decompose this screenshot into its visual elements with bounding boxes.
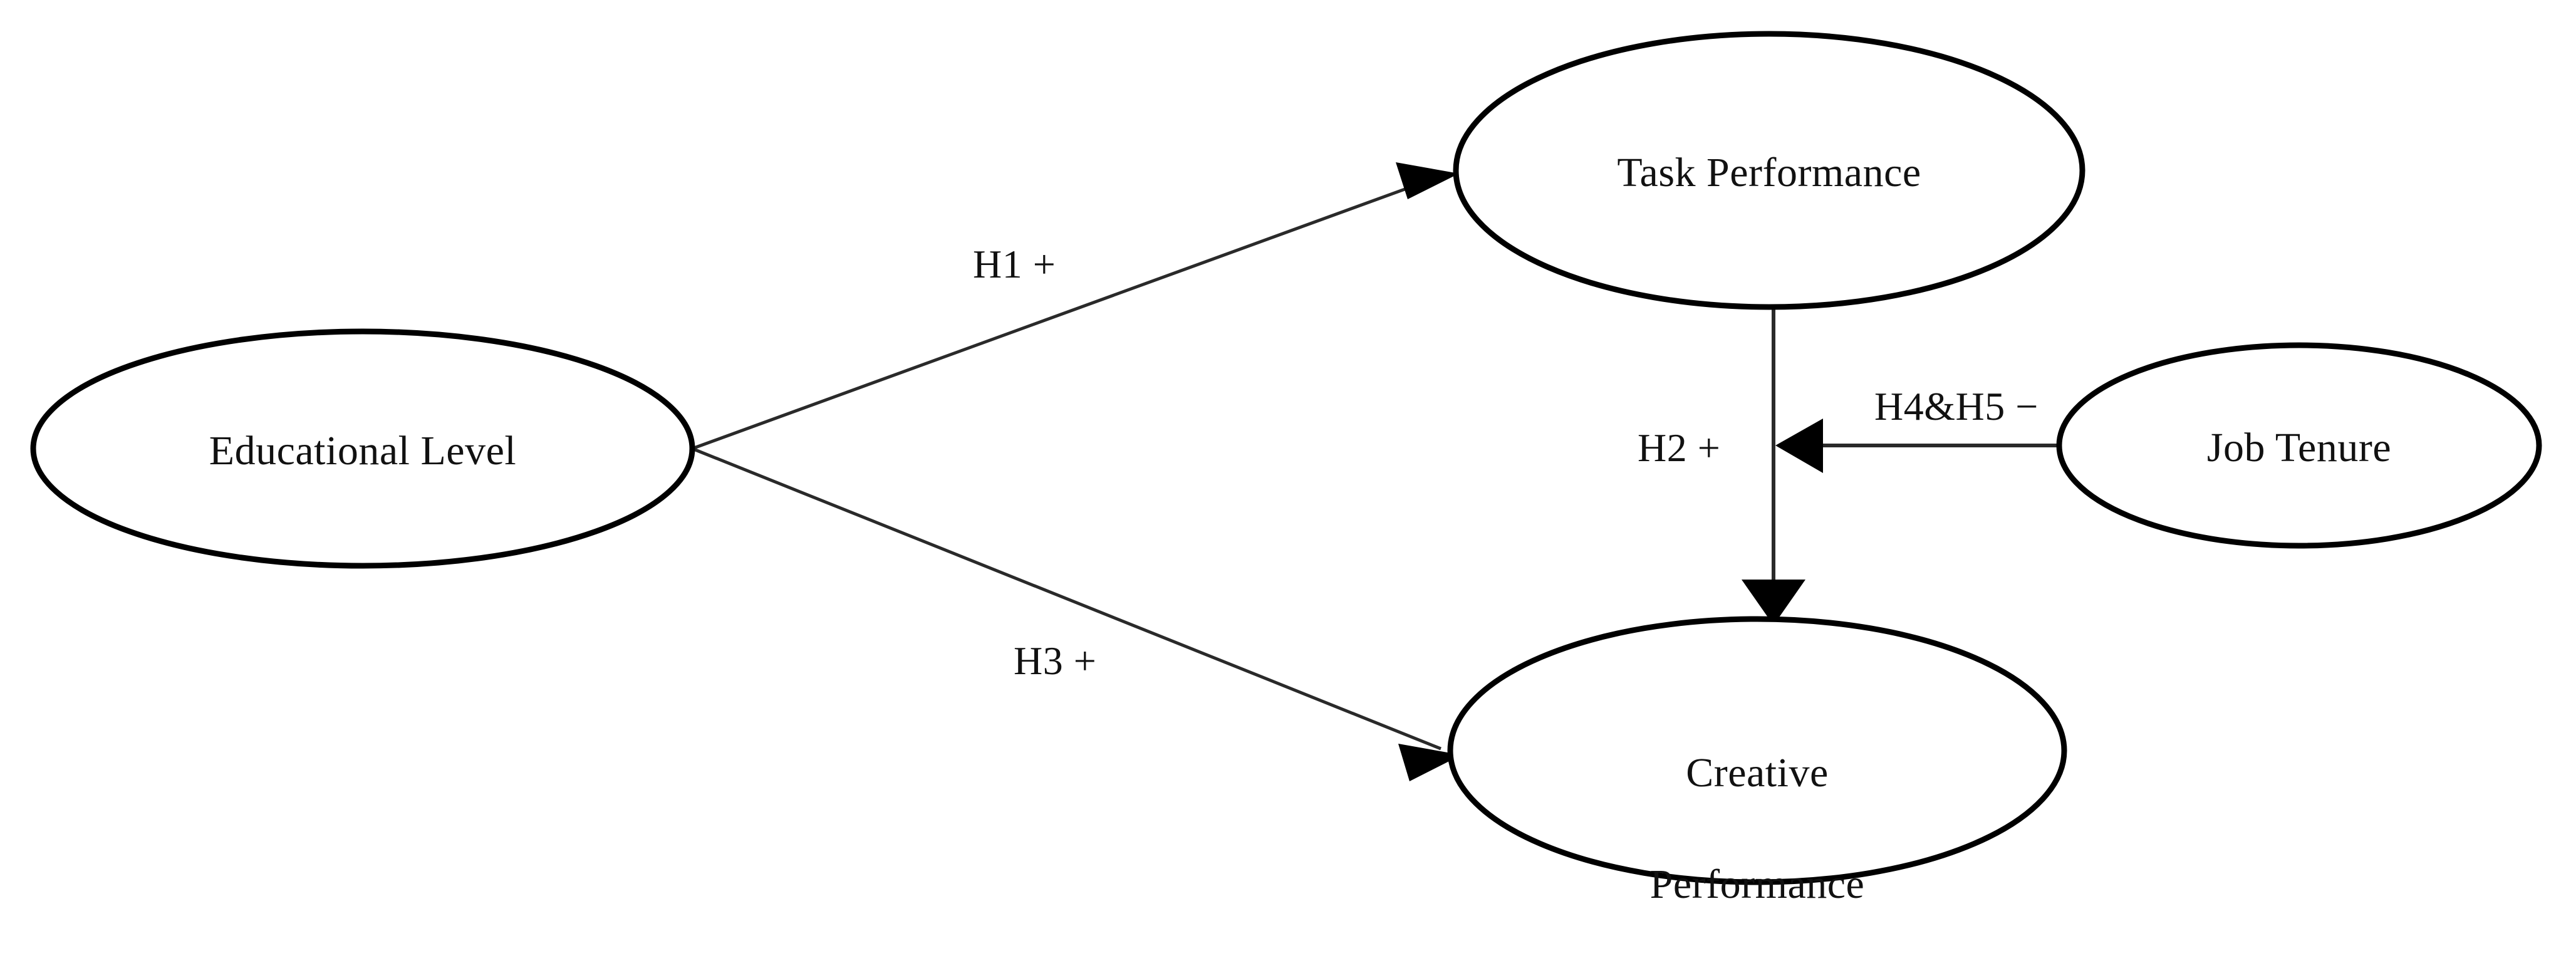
edge-h4h5: [1775, 419, 2059, 473]
edge-h1-line: [692, 174, 1441, 450]
edge-label-h2: H2 +: [1638, 425, 1721, 470]
edge-label-h4h5: H4&H5 −: [1874, 384, 2038, 429]
edge-h3-arrowhead-icon: [1398, 744, 1462, 781]
edge-h1: [692, 162, 1459, 450]
edge-h2: [1742, 301, 1805, 625]
node-creative-performance-shape[interactable]: [1447, 616, 2067, 885]
node-educational-level-shape[interactable]: [30, 328, 695, 569]
node-task-performance-shape[interactable]: [1453, 31, 2085, 310]
edge-label-h3: H3 +: [1014, 638, 1097, 683]
diagram-canvas: Educational Level Task Performance Creat…: [30, 31, 2542, 908]
edge-h1-arrowhead-icon: [1396, 162, 1459, 199]
diagram-svg: [30, 31, 2542, 885]
edge-h4h5-arrowhead-icon: [1775, 419, 1823, 473]
node-job-tenure-shape[interactable]: [2056, 342, 2542, 549]
edge-label-h1: H1 +: [973, 242, 1056, 286]
edge-h3-line: [692, 447, 1441, 751]
edge-h2-arrowhead-icon: [1742, 580, 1805, 625]
edge-h3: [692, 447, 1462, 781]
